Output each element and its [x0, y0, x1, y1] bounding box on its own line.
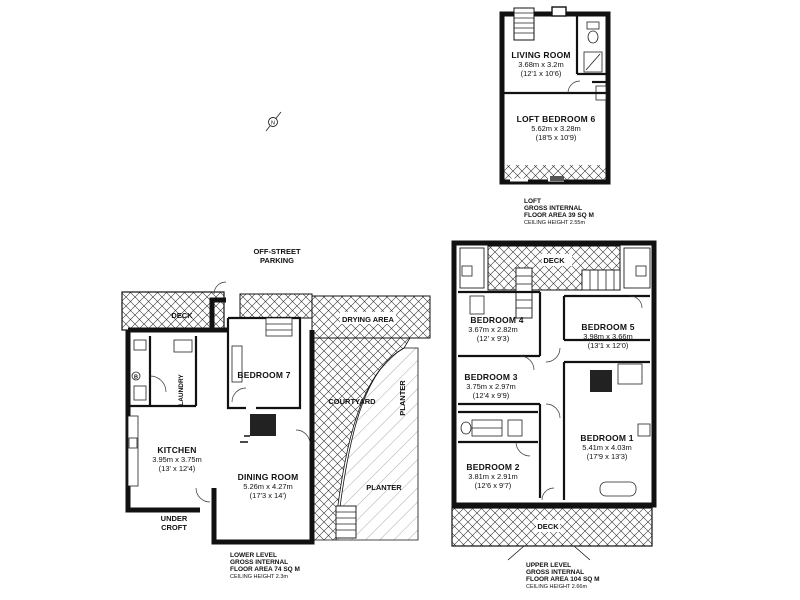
loft-plan: LIVING ROOM 3.68m x 3.2m (12'1 x 10'6) L… [499, 6, 611, 185]
kitchen-name: KITCHEN [157, 445, 196, 455]
lower-caption-line3: FLOOR AREA 74 SQ M [230, 566, 300, 573]
living-room-imperial: (12'1 x 10'6) [521, 69, 562, 78]
svg-text:N: N [271, 121, 275, 127]
upper-deck-bottom-label: DECK [537, 522, 559, 531]
lower-caption-line1: LOWER LEVEL [230, 552, 277, 559]
upper-level-plan: DECK DECK BEDROOM 4 3.67m x 2.82m (12' x… [451, 240, 657, 561]
upper-caption-line4: CEILING HEIGHT 2.66m [526, 584, 587, 590]
dining-room-imperial: (17'3 x 14') [250, 491, 287, 500]
bedroom1-metric: 5.41m x 4.03m [582, 443, 632, 452]
bedroom2-name: BEDROOM 2 [466, 462, 519, 472]
bedroom4-imperial: (12' x 9'3) [477, 334, 510, 343]
kitchen-imperial: (13' x 12'4) [159, 464, 196, 473]
north-arrow-icon: N [265, 111, 282, 132]
lower-level-caption: LOWER LEVEL GROSS INTERNAL FLOOR AREA 74… [230, 552, 300, 580]
lower-caption-line4: CEILING HEIGHT 2.3m [230, 574, 288, 580]
bedroom5-name: BEDROOM 5 [581, 322, 634, 332]
loft-bedroom6-imperial: (18'5 x 10'9) [536, 133, 577, 142]
bedroom7-name: BEDROOM 7 [237, 370, 290, 380]
upper-level-caption: UPPER LEVEL GROSS INTERNAL FLOOR AREA 10… [526, 562, 600, 590]
dining-room-metric: 5.26m x 4.27m [243, 482, 293, 491]
upper-caption-line3: FLOOR AREA 104 SQ M [526, 576, 600, 583]
living-room-metric: 3.68m x 3.2m [518, 60, 563, 69]
lower-level-plan: B BEDROOM 7 KITCHEN 3.95m x 3.75m (13' x… [121, 247, 431, 545]
loft-bedroom6-name: LOFT BEDROOM 6 [517, 114, 596, 124]
planter-vertical-label: PLANTER [398, 380, 407, 416]
bedroom3-metric: 3.75m x 2.97m [466, 382, 516, 391]
upper-caption-line2: GROSS INTERNAL [526, 569, 584, 576]
loft-caption-line3: FLOOR AREA 39 SQ M [524, 212, 594, 219]
courtyard-label: COURTYARD [328, 397, 376, 406]
bedroom2-imperial: (12'6 x 9'7) [475, 481, 512, 490]
bedroom5-imperial: (13'1 x 12'0) [588, 341, 629, 350]
bedroom4-name: BEDROOM 4 [470, 315, 523, 325]
bedroom1-imperial: (17'9 x 13'3) [587, 452, 628, 461]
loft-caption: LOFT GROSS INTERNAL FLOOR AREA 39 SQ M C… [524, 198, 594, 226]
undercroft-label-line2: CROFT [161, 523, 187, 532]
upper-deck-top-label: DECK [543, 256, 565, 265]
kitchen-metric: 3.95m x 3.75m [152, 455, 202, 464]
dining-room-name: DINING ROOM [238, 472, 299, 482]
boiler-icon: B [134, 375, 138, 381]
lower-caption-line2: GROSS INTERNAL [230, 559, 288, 566]
laundry-label: LAUNDRY [178, 374, 185, 406]
bedroom3-imperial: (12'4 x 9'9) [473, 391, 510, 400]
living-room-name: LIVING ROOM [511, 50, 570, 60]
undercroft-label-line1: UNDER [161, 514, 188, 523]
loft-caption-line1: LOFT [524, 198, 541, 205]
bedroom2-metric: 3.81m x 2.91m [468, 472, 518, 481]
planter-label: PLANTER [366, 483, 402, 492]
upper-caption-line1: UPPER LEVEL [526, 562, 571, 569]
bedroom4-metric: 3.67m x 2.82m [468, 325, 518, 334]
bedroom5-metric: 3.98m x 3.66m [583, 332, 633, 341]
bedroom1-name: BEDROOM 1 [580, 433, 633, 443]
lower-deck-label: DECK [171, 311, 193, 320]
loft-caption-line4: CEILING HEIGHT 2.55m [524, 220, 585, 226]
bedroom3-name: BEDROOM 3 [464, 372, 517, 382]
drying-area-label: DRYING AREA [342, 315, 395, 324]
loft-caption-line2: GROSS INTERNAL [524, 205, 582, 212]
parking-label-line1: OFF-STREET [253, 247, 300, 256]
parking-label-line2: PARKING [260, 256, 294, 265]
loft-bedroom6-metric: 5.62m x 3.28m [531, 124, 581, 133]
